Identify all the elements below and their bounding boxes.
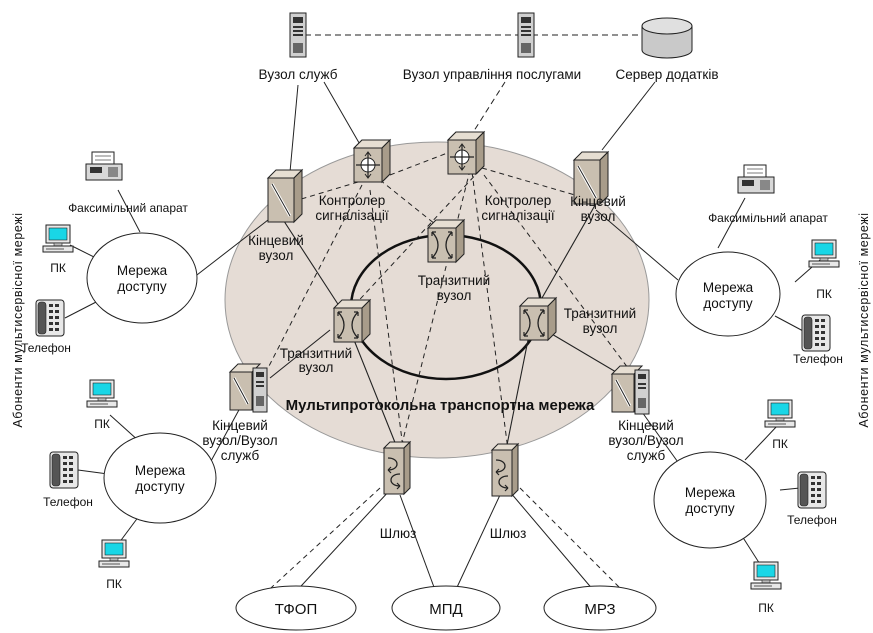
side-label-right: Абоненти мультисервісної мережі — [857, 212, 871, 427]
transit-node-top-line2: вузол — [437, 288, 472, 303]
edge-service-right-line2: вузол/Вузол — [608, 433, 683, 448]
service-control-server-icon — [517, 12, 535, 58]
access-left-top-line1: Мережа — [117, 263, 168, 278]
pc-right-top-label: ПК — [816, 287, 832, 301]
signaling-links — [267, 151, 629, 453]
access-right-top-line2: доступу — [703, 296, 753, 311]
fax-left-label: Факсимільний апарат — [68, 201, 188, 215]
controller-right-line2: сигналізації — [481, 208, 554, 223]
phone-right-bottom-icon — [797, 471, 827, 509]
edge-node-left-icon — [266, 168, 304, 224]
mobile-network — [543, 585, 657, 631]
access-left-bottom-line2: доступу — [135, 479, 185, 494]
controller-right-line1: Контролер — [485, 193, 552, 208]
gateway-right-label: Шлюз — [490, 526, 527, 541]
pc-left-bottom-label: ПК — [106, 577, 122, 591]
app-server-label: Сервер додатків — [616, 67, 719, 82]
access-left-top-line2: доступу — [117, 279, 167, 294]
fax-right-label: Факсимільний апарат — [708, 211, 828, 225]
access-network-left-bottom — [103, 432, 217, 524]
phone-left-top-label: Телефон — [21, 341, 71, 355]
transport-network-label: Мультипротокольна транспортна мережа — [286, 397, 595, 414]
access-network-left-top — [86, 232, 198, 324]
phone-left-bottom-icon — [49, 451, 79, 489]
transport-network-cloud — [224, 141, 650, 459]
app-server-database-icon — [641, 17, 693, 59]
edge-service-node-right-icon — [610, 364, 651, 416]
access-right-bottom-line1: Мережа — [685, 485, 736, 500]
side-label-left: Абоненти мультисервісної мережі — [11, 212, 25, 427]
phone-left-top-icon — [35, 299, 65, 337]
edge-service-left-line2: вузол/Вузол — [202, 433, 277, 448]
pc-left-top-label: ПК — [50, 261, 66, 275]
transit-node-top-line1: Транзитний — [418, 273, 490, 288]
controller-left-line2: сигналізації — [315, 208, 388, 223]
data-network — [391, 585, 501, 631]
server-links — [289, 81, 656, 173]
access-right-top-line1: Мережа — [703, 280, 754, 295]
edge-service-right-line1: Кінцевий — [618, 418, 674, 433]
phone-right-bottom-label: Телефон — [787, 513, 837, 527]
pc-left-mid-icon — [86, 379, 118, 408]
pc-right-bottom-label: ПК — [758, 601, 774, 615]
transit-node-top-icon — [427, 219, 465, 263]
service-node-server-icon — [289, 12, 307, 58]
service-control-links — [471, 81, 506, 135]
phone-right-top-label: Телефон — [793, 352, 843, 366]
data-network-label: МПД — [429, 601, 462, 618]
access-left-bottom-line1: Мережа — [135, 463, 186, 478]
pc-left-bottom-icon — [98, 539, 130, 568]
access-right-bottom-line2: доступу — [685, 501, 735, 516]
signaling-controller-left-icon — [353, 139, 391, 183]
phone-right-top-icon — [801, 314, 831, 352]
signaling-controller-right-icon — [447, 131, 485, 175]
pc-right-top-icon — [808, 239, 840, 268]
edge-node-right-line1: Кінцевий — [570, 194, 626, 209]
gateway-links — [289, 489, 601, 599]
edge-service-right-line3: служб — [627, 448, 666, 463]
edge-service-node-left-icon — [228, 362, 269, 414]
mobile-network-label: МРЗ — [584, 601, 615, 618]
service-node-label: Вузол служб — [259, 67, 338, 82]
pc-left-mid-label: ПК — [94, 417, 110, 431]
pc-right-mid-label: ПК — [772, 437, 788, 451]
gateway-left-label: Шлюз — [380, 526, 417, 541]
service-control-node-label: Вузол управління послугами — [403, 67, 581, 82]
transit-node-right-line2: вузол — [583, 321, 618, 336]
transit-node-left-line2: вузол — [299, 360, 334, 375]
transit-node-right-icon — [519, 297, 557, 341]
pstn-network — [235, 585, 357, 631]
pc-left-top-icon — [42, 224, 74, 253]
gateway-right-icon — [491, 443, 519, 497]
phone-left-bottom-label: Телефон — [43, 495, 93, 509]
access-network-right-bottom — [653, 451, 767, 549]
access-network-right-top — [675, 251, 781, 337]
controller-left-line1: Контролер — [319, 193, 386, 208]
edge-node-left-line1: Кінцевий — [248, 233, 304, 248]
pc-right-bottom-icon — [750, 561, 782, 590]
edge-service-left-line3: служб — [221, 448, 260, 463]
edge-service-left-line1: Кінцевий — [212, 418, 268, 433]
transit-node-right-line1: Транзитний — [564, 306, 636, 321]
fax-right-icon — [737, 164, 775, 194]
gateway-signaling — [259, 487, 631, 599]
gateway-left-icon — [383, 441, 411, 495]
edge-node-right-line2: вузол — [581, 209, 616, 224]
transit-node-left-line1: Транзитний — [280, 346, 352, 361]
transit-node-left-icon — [333, 299, 371, 343]
pc-right-mid-icon — [764, 399, 796, 428]
pstn-label: ТФОП — [275, 601, 318, 618]
fax-left-icon — [85, 151, 123, 181]
edge-node-left-line2: вузол — [259, 248, 294, 263]
